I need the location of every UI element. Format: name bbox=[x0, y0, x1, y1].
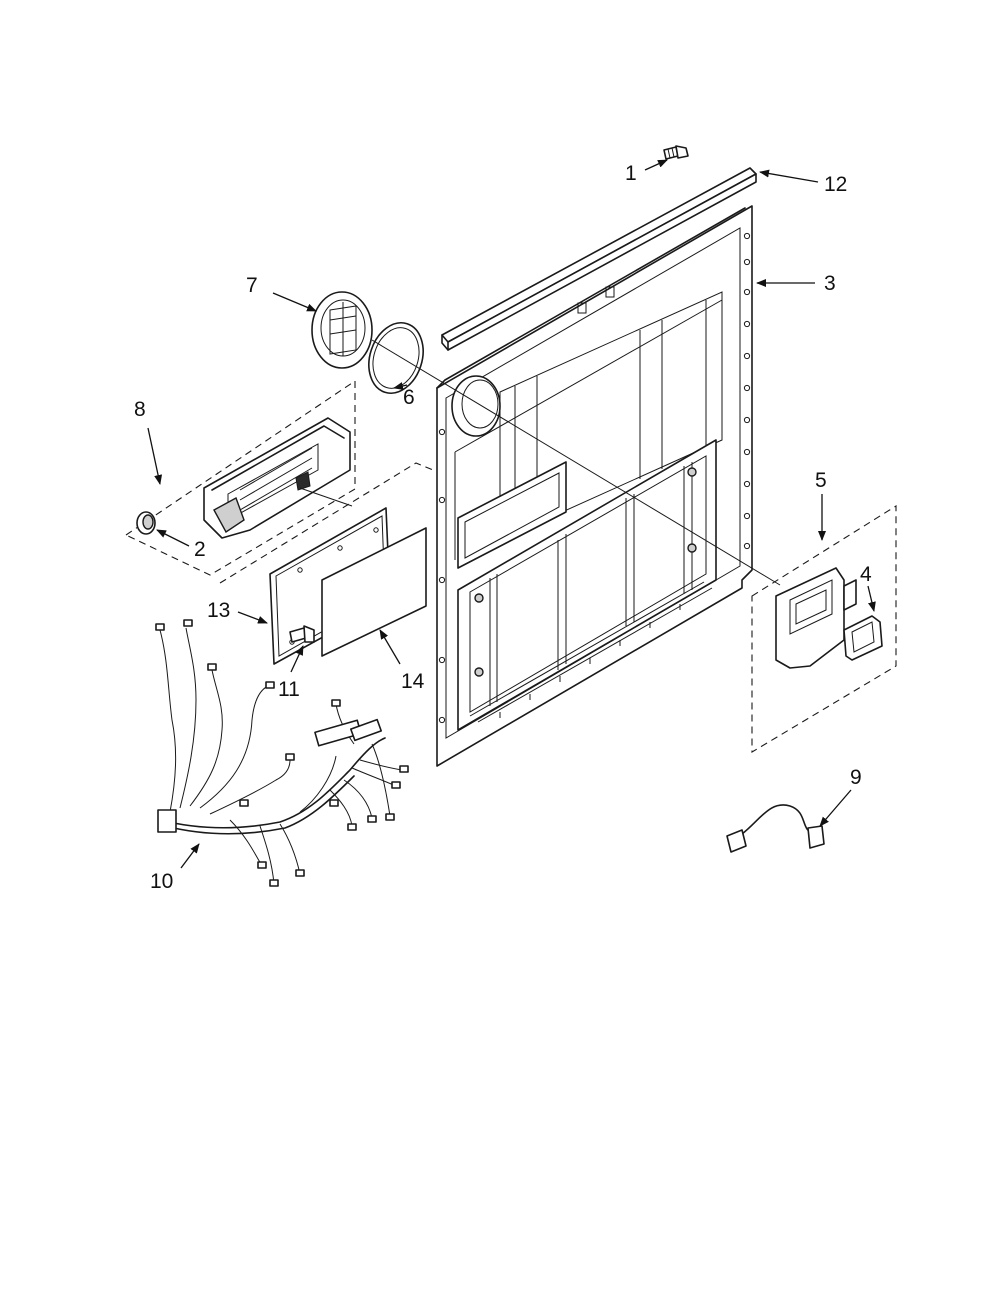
callout-12: 12 bbox=[824, 173, 847, 196]
door-top-trim bbox=[441, 167, 757, 351]
callout-2: 2 bbox=[194, 538, 206, 561]
callout-6: 6 bbox=[403, 386, 415, 409]
callout-13: 13 bbox=[207, 599, 230, 622]
vent-gasket bbox=[368, 322, 424, 394]
duct-gasket bbox=[843, 615, 883, 661]
callout-1: 1 bbox=[625, 162, 637, 185]
vent-cap bbox=[311, 291, 373, 369]
board-screw bbox=[289, 625, 315, 643]
callout-labels: 1 12 3 7 6 8 2 5 4 13 11 14 9 10 bbox=[134, 162, 872, 893]
control-board-outline bbox=[219, 462, 434, 584]
callout-10: 10 bbox=[150, 870, 173, 893]
callout-4: 4 bbox=[860, 563, 872, 586]
panel-screw-holes bbox=[438, 232, 751, 724]
knob bbox=[136, 511, 156, 535]
top-screw bbox=[663, 145, 689, 160]
callout-8: 8 bbox=[134, 398, 146, 421]
wire-harness bbox=[155, 619, 409, 887]
group-5-outline bbox=[751, 505, 897, 753]
group-8-outline bbox=[124, 379, 356, 576]
inner-door-panel bbox=[436, 205, 753, 767]
callout-3: 3 bbox=[824, 272, 836, 295]
callout-11: 11 bbox=[278, 678, 300, 701]
vent-duct bbox=[775, 567, 857, 669]
callout-5: 5 bbox=[815, 469, 827, 492]
callout-arrows bbox=[147, 159, 876, 869]
dispenser-assembly bbox=[203, 417, 353, 539]
vent-opening bbox=[451, 375, 501, 437]
callout-9: 9 bbox=[850, 766, 862, 789]
callout-7: 7 bbox=[246, 274, 258, 297]
vent-centerline bbox=[371, 339, 781, 586]
sensor-cable bbox=[726, 804, 825, 853]
board-cover bbox=[321, 527, 427, 657]
callout-14: 14 bbox=[401, 670, 425, 693]
